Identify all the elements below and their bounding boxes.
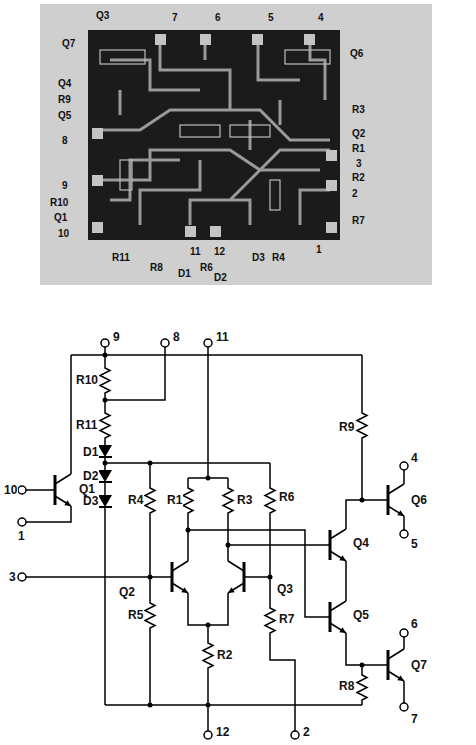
component-label: Q4 [352, 536, 370, 550]
photo-callout: R10 [50, 197, 68, 209]
photo-callout: D1 [178, 268, 191, 280]
pin-number: 4 [410, 451, 419, 465]
component-label: R2 [216, 648, 233, 662]
component-label: R7 [278, 612, 295, 626]
photo-callout: 6 [215, 12, 221, 24]
pin-number: 11 [215, 330, 230, 344]
component-label: R6 [278, 490, 295, 504]
pin-number: 5 [410, 537, 419, 551]
pin-number: 12 [215, 725, 230, 739]
photo-callout: 3 [356, 158, 362, 170]
component-label: Q2 [118, 585, 136, 599]
photo-callout: R8 [150, 262, 163, 274]
resistor-symbol [100, 365, 367, 702]
photo-callout: 2 [352, 188, 358, 200]
component-label: Q7 [410, 658, 428, 672]
component-label: Q1 [78, 482, 96, 496]
pin-number: 7 [410, 712, 419, 726]
component-label: R9 [338, 420, 355, 434]
photo-callout: R1 [352, 143, 365, 155]
photo-callout: 11 [190, 246, 201, 258]
component-label: R5 [127, 608, 144, 622]
photo-callout: R3 [352, 104, 365, 116]
photo-callout: Q6 [350, 48, 363, 60]
photo-callout: Q5 [58, 110, 71, 122]
component-label: R10 [75, 373, 99, 387]
pin-number: 9 [112, 330, 121, 344]
photo-callout: 7 [172, 12, 178, 24]
diode-symbol [98, 445, 112, 507]
photo-callout: R7 [352, 215, 365, 227]
component-label: R8 [338, 679, 355, 693]
schematic-wires [26, 347, 404, 731]
photo-callout: R2 [352, 172, 365, 184]
pin-number: 3 [8, 570, 17, 584]
photo-callout: R6 [200, 262, 213, 274]
component-label: D1 [82, 445, 99, 459]
die-photo [40, 4, 432, 285]
photo-callout: R11 [112, 252, 130, 264]
component-label: Q3 [276, 582, 294, 596]
pin-number: 8 [172, 330, 181, 344]
transistor-symbol [55, 474, 404, 681]
terminal-circle [18, 339, 408, 739]
pin-number: 6 [410, 617, 419, 631]
component-label: R1 [166, 493, 183, 507]
photo-callout: 9 [62, 180, 68, 192]
photo-callout: Q4 [58, 78, 71, 90]
pin-number: 10 [3, 483, 18, 497]
photo-callout: 1 [316, 244, 322, 256]
component-label: D3 [82, 494, 99, 508]
photo-callout: R9 [58, 94, 71, 106]
component-label: D2 [82, 469, 99, 483]
component-label: R11 [75, 418, 98, 432]
photo-callout: D2 [214, 272, 227, 284]
photo-callout: D3 [252, 252, 265, 264]
photo-callout: 10 [58, 228, 69, 240]
photo-callout: Q3 [96, 10, 109, 22]
component-label: R3 [236, 493, 253, 507]
photo-callout: 8 [62, 135, 68, 147]
photo-callout: Q7 [62, 38, 75, 50]
pin-number: 1 [17, 529, 26, 543]
photo-callout: Q1 [54, 212, 67, 224]
photo-callout: R4 [272, 252, 285, 264]
pin-number: 2 [302, 725, 311, 739]
photo-callout: 5 [268, 12, 274, 24]
component-label: Q6 [410, 493, 428, 507]
photo-callout: Q2 [352, 128, 365, 140]
photo-callout: 12 [214, 246, 225, 258]
component-label: R4 [127, 493, 144, 507]
junction-dot [103, 353, 365, 708]
component-label: Q5 [352, 608, 370, 622]
photo-callout: 4 [318, 12, 324, 24]
